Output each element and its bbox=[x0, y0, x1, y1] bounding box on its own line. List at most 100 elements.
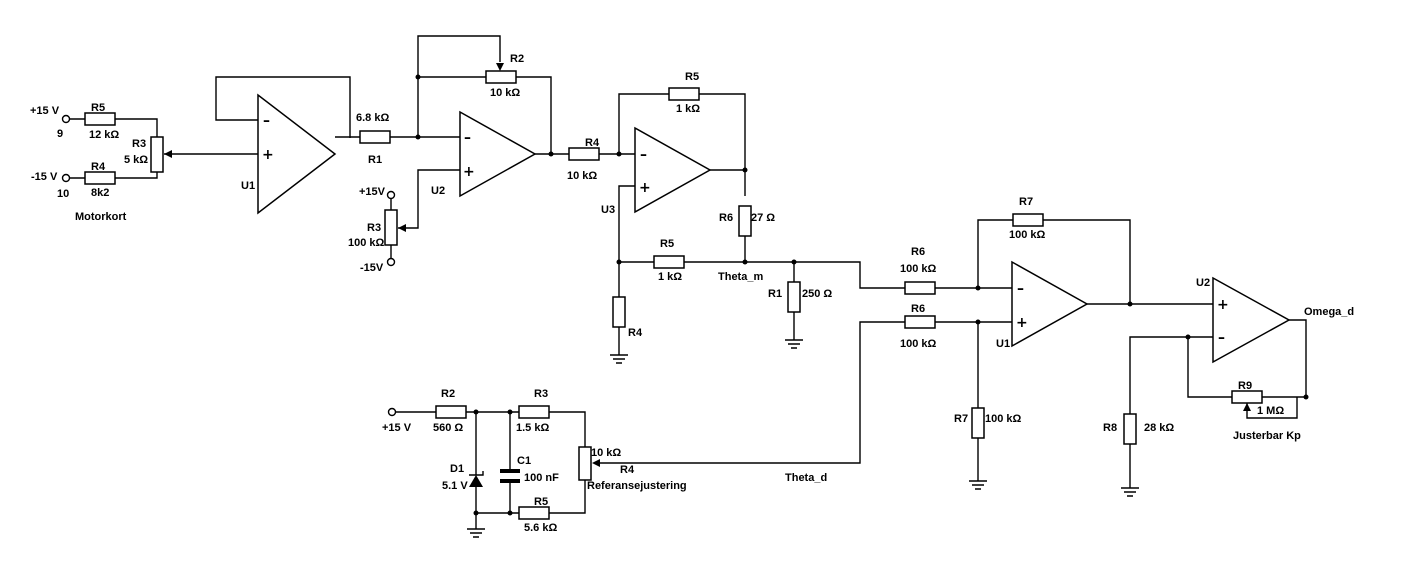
svg-text:+: + bbox=[639, 180, 651, 196]
svg-text:–: – bbox=[263, 113, 270, 129]
r3-value: 1.5 kΩ bbox=[516, 422, 549, 434]
r6-top-name: R6 bbox=[911, 246, 925, 258]
d1-value: 5.1 V bbox=[442, 480, 468, 492]
r1-name: R1 bbox=[768, 288, 782, 300]
pot-label: Referansejustering bbox=[587, 480, 687, 492]
r9-value: 1 MΩ bbox=[1257, 405, 1284, 417]
r6-bot-value: 100 kΩ bbox=[900, 338, 937, 350]
r9-label: Justerbar Kp bbox=[1233, 430, 1301, 442]
pot-name: R4 bbox=[620, 464, 635, 476]
opamp-label: U3 bbox=[601, 204, 615, 216]
svg-text:+: + bbox=[262, 147, 274, 163]
r6-name: R6 bbox=[719, 212, 733, 224]
potentiometer-r2 bbox=[485, 70, 517, 84]
c1-value: 100 nF bbox=[524, 472, 559, 484]
pot-value: 10 kΩ bbox=[591, 447, 621, 459]
block-label: Motorkort bbox=[75, 211, 127, 223]
resistor-r1-sense bbox=[787, 281, 801, 313]
svg-text:+: + bbox=[1016, 315, 1028, 331]
node-label: Theta_m bbox=[718, 271, 763, 283]
resistor-r6 bbox=[738, 205, 752, 237]
opamp-u2-output bbox=[1212, 276, 1291, 364]
output-label: Omega_d bbox=[1304, 306, 1354, 318]
opamp-u3 bbox=[634, 126, 712, 214]
r3-value: 100 kΩ bbox=[348, 237, 385, 249]
opamp-label: U1 bbox=[996, 338, 1010, 350]
resistor-r1 bbox=[359, 130, 391, 144]
resistor-r2 bbox=[435, 405, 467, 419]
stage3-current-sense: – + R4 10 kΩ R5 1 kΩ U3 R6 27 Ω R5 1 kΩ … bbox=[567, 71, 905, 364]
r9-name: R9 bbox=[1238, 380, 1252, 392]
stage1-buffer: – + +15 V 9 -15 V 10 R5 12 kΩ R4 8k2 R3 … bbox=[30, 76, 351, 223]
wiper-arrow bbox=[398, 224, 406, 232]
r2-value: 10 kΩ bbox=[490, 87, 520, 99]
resistor-r5 bbox=[84, 112, 116, 126]
stage2-amplifier: – + 6.8 kΩ R1 R2 10 kΩ U2 +15V R3 100 kΩ… bbox=[335, 35, 569, 274]
svg-text:–: – bbox=[1017, 281, 1024, 297]
r7-gnd-name: R7 bbox=[954, 413, 968, 425]
pos-supply-terminal bbox=[386, 190, 396, 200]
r1-value: 250 Ω bbox=[802, 288, 832, 300]
reference-circuit: +15 V R2 560 Ω R3 1.5 kΩ C1 100 nF D1 5.… bbox=[382, 321, 905, 538]
r5-name: R5 bbox=[685, 71, 699, 83]
resistor-r7-ground bbox=[971, 407, 985, 439]
r5-value: 5.6 kΩ bbox=[524, 522, 557, 534]
r4-name: R4 bbox=[91, 161, 106, 173]
r7-fb-value: 100 kΩ bbox=[1009, 229, 1046, 241]
r8-name: R8 bbox=[1103, 422, 1117, 434]
resistor-r4 bbox=[568, 147, 600, 161]
r1-value: 6.8 kΩ bbox=[356, 112, 389, 124]
neg-pin-label: 10 bbox=[57, 188, 69, 200]
c1-name: C1 bbox=[517, 455, 531, 467]
capacitor-c1 bbox=[500, 469, 520, 483]
r5-value: 12 kΩ bbox=[89, 129, 119, 141]
resistor-r5-input bbox=[653, 255, 685, 269]
r6-bot-name: R6 bbox=[911, 303, 925, 315]
resistor-r6-top bbox=[904, 281, 936, 295]
r5-value: 1 kΩ bbox=[676, 103, 700, 115]
resistor-r7-feedback bbox=[1012, 213, 1044, 227]
r4-name: R4 bbox=[585, 137, 600, 149]
supply-terminal bbox=[387, 407, 397, 417]
svg-text:–: – bbox=[640, 147, 647, 163]
resistor-r8 bbox=[1123, 413, 1137, 445]
opamp-u2-stage2 bbox=[459, 110, 537, 198]
opamp-u1-stage1 bbox=[257, 93, 337, 215]
resistor-r6-bottom bbox=[904, 315, 936, 329]
r7-gnd-value: 100 kΩ bbox=[985, 413, 1022, 425]
resistor-r5-feedback bbox=[668, 87, 700, 101]
resistor-r4 bbox=[84, 171, 116, 185]
r5b-name: R5 bbox=[660, 238, 674, 250]
neg-supply-label: -15V bbox=[360, 262, 384, 274]
r2-value: 560 Ω bbox=[433, 422, 463, 434]
r2-name: R2 bbox=[510, 53, 524, 65]
svg-text:–: – bbox=[464, 130, 471, 146]
neg-supply-terminal bbox=[386, 257, 396, 267]
r3-name: R3 bbox=[132, 138, 146, 150]
resistor-r3 bbox=[518, 405, 550, 419]
r5-name: R5 bbox=[534, 496, 548, 508]
r6-value: 27 Ω bbox=[751, 212, 775, 224]
r8-value: 28 kΩ bbox=[1144, 422, 1174, 434]
zener-diode-d1 bbox=[469, 464, 484, 493]
d1-name: D1 bbox=[450, 463, 464, 475]
resistor-r4-ground bbox=[612, 296, 626, 328]
svg-text:–: – bbox=[1218, 330, 1225, 346]
potentiometer-r9 bbox=[1231, 390, 1263, 404]
r2-name: R2 bbox=[441, 388, 455, 400]
neg-supply-terminal bbox=[61, 173, 71, 183]
potentiometer-r3 bbox=[384, 209, 398, 246]
wiper-arrow bbox=[164, 150, 172, 158]
node-label: Theta_d bbox=[785, 472, 827, 484]
neg-supply-label: -15 V bbox=[31, 171, 58, 183]
difference-amplifier: – + R6 100 kΩ R6 100 kΩ R7 100 kΩ U1 R7 … bbox=[900, 196, 1213, 490]
r6-top-value: 100 kΩ bbox=[900, 263, 937, 275]
r5b-value: 1 kΩ bbox=[658, 271, 682, 283]
r7-fb-name: R7 bbox=[1019, 196, 1033, 208]
r4-value: 8k2 bbox=[91, 187, 109, 199]
potentiometer-r4 bbox=[578, 446, 592, 481]
output-stage: + – U2 Omega_d R9 1 MΩ Justerbar Kp R8 2… bbox=[1103, 276, 1354, 497]
opamp-label: U2 bbox=[1196, 277, 1210, 289]
wiper-arrow bbox=[1243, 403, 1251, 411]
